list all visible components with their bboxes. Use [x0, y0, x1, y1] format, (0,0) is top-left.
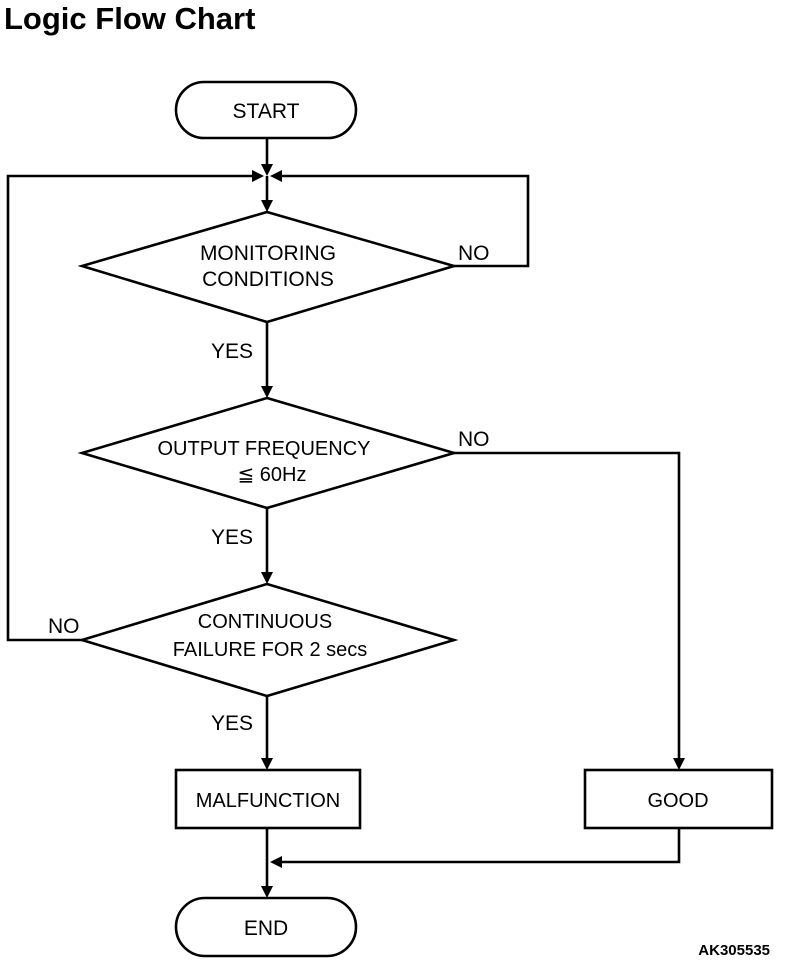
arrowhead-start [261, 164, 273, 176]
arrowhead-continuous-no [252, 170, 264, 182]
good-box [583, 768, 774, 830]
decision-continuous-line2: FAILURE FOR 2 secs [173, 639, 368, 661]
page-title: Logic Flow Chart [4, 1, 255, 36]
arrowhead-output-yes [261, 572, 273, 584]
decision-monitoring-line2: CONDITIONS [202, 268, 334, 291]
arrowhead-good [673, 758, 685, 770]
end-label: END [244, 917, 288, 940]
decision-output-line1: OUTPUT FREQUENCY [158, 438, 371, 460]
connector-continuous-no-loop [6, 174, 253, 642]
output-no-label: NO [458, 428, 490, 451]
arrowhead-continuous-yes [261, 758, 273, 770]
monitoring-yes-label: YES [211, 340, 253, 363]
connector-good-merge [281, 828, 681, 864]
figure-code: AK305535 [698, 942, 770, 959]
connector-output-no [454, 451, 681, 760]
arrowhead-good-merge [270, 856, 282, 868]
arrowhead-end [261, 886, 273, 898]
continuous-yes-label: YES [211, 712, 253, 735]
decision-output-line2: ≦ 60Hz [237, 464, 306, 486]
arrowhead-monitoring [261, 200, 273, 212]
arrowhead-monitoring-no [270, 170, 282, 182]
decision-monitoring-conditions [77, 210, 459, 324]
end-terminal [174, 896, 358, 958]
decision-continuous-line1: CONTINUOUS [198, 611, 332, 633]
monitoring-no-label: NO [458, 242, 490, 265]
start-label: START [233, 100, 300, 123]
decision-monitoring-line1: MONITORING [200, 242, 336, 265]
good-label: GOOD [647, 790, 708, 812]
arrowhead-monitoring-yes [261, 386, 273, 398]
output-yes-label: YES [211, 526, 253, 549]
connector-monitoring-no-loop [281, 174, 530, 268]
malfunction-label: MALFUNCTION [196, 790, 340, 812]
continuous-no-label: NO [48, 615, 80, 638]
